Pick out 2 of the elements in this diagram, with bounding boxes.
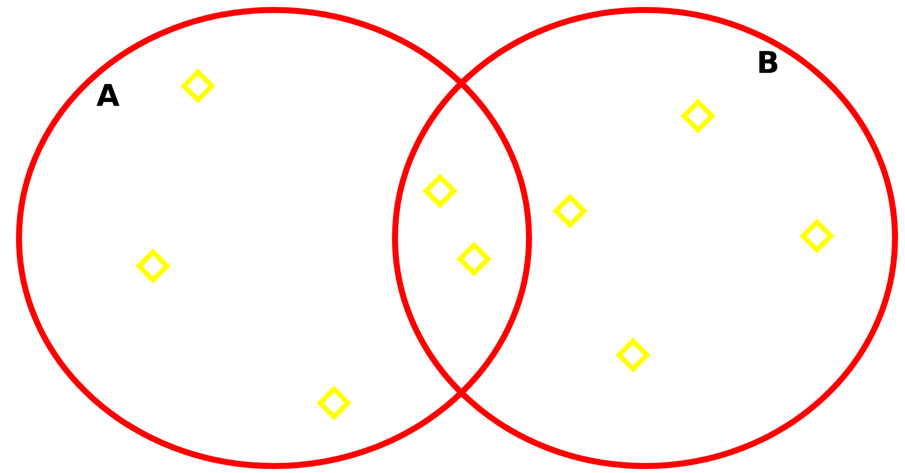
- set-label: A: [96, 84, 120, 106]
- set-label: B: [759, 51, 778, 73]
